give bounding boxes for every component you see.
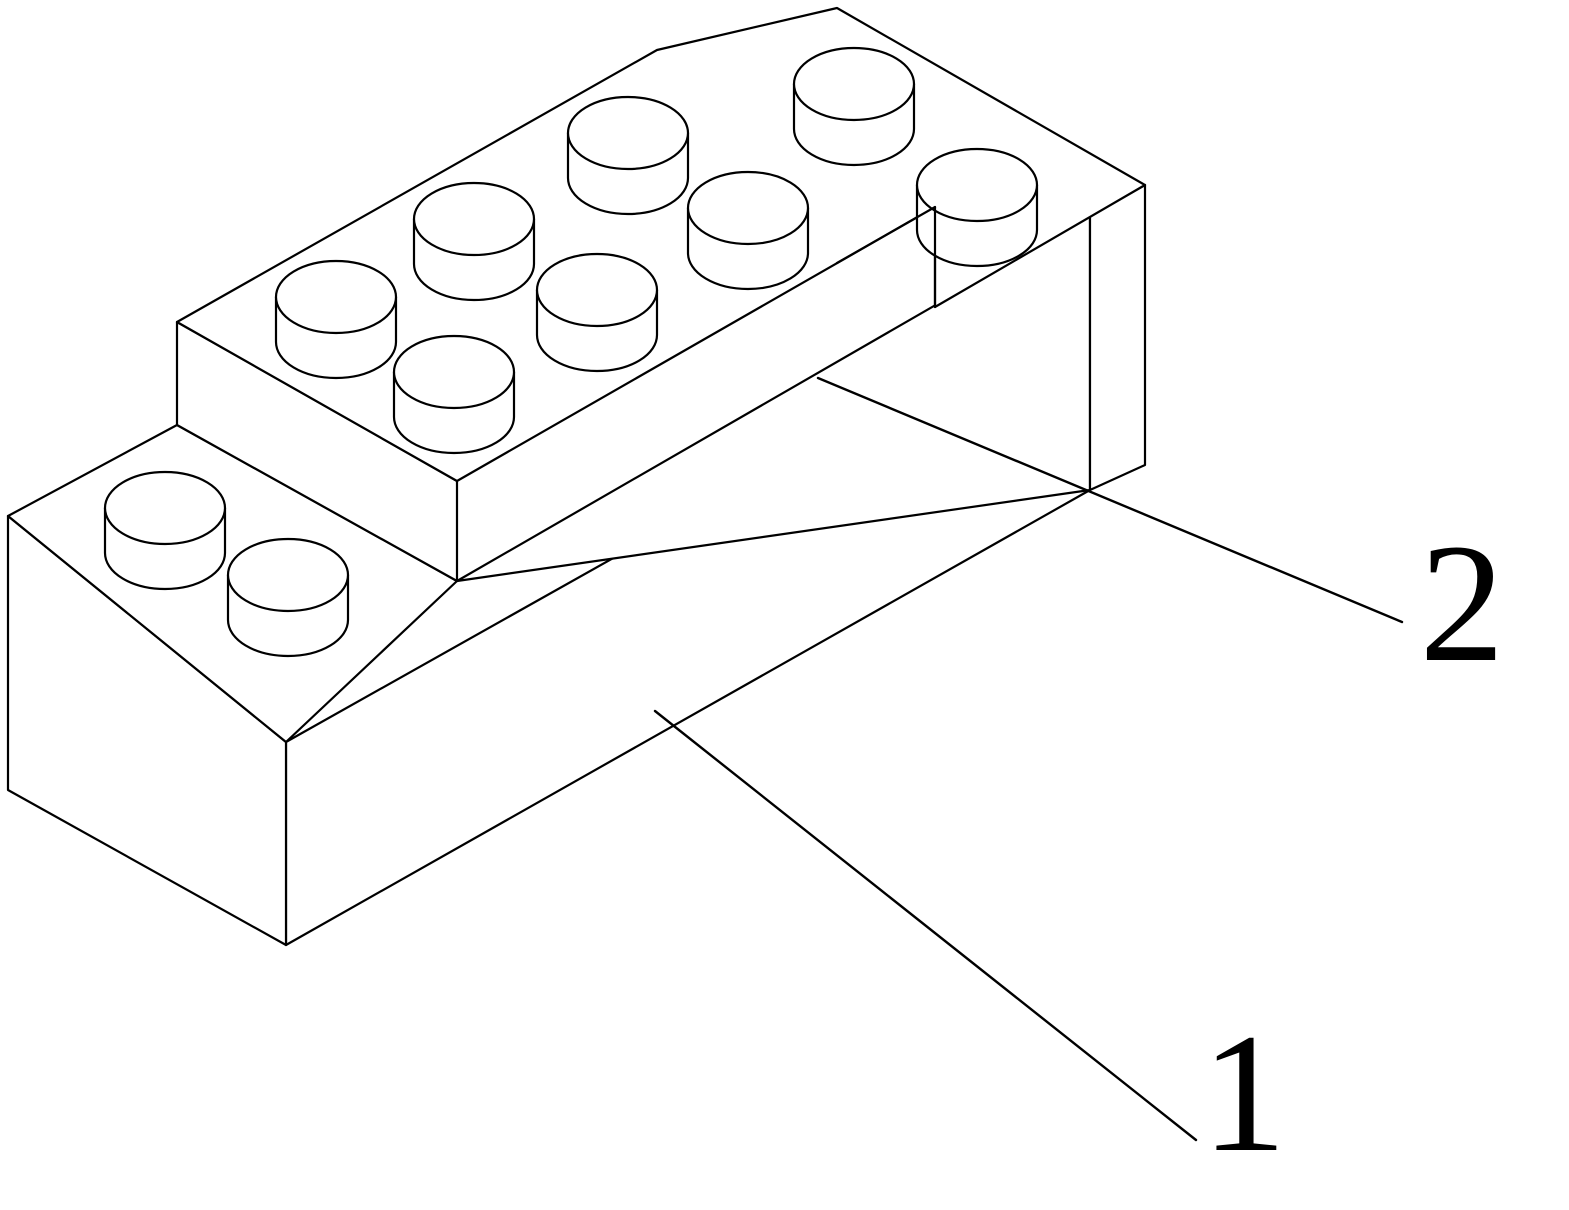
stud-6-top <box>535 252 659 328</box>
stud-4 <box>792 46 916 167</box>
stud-9 <box>103 470 227 591</box>
upper-block-studs <box>274 46 1039 455</box>
reference-label-1: 1 <box>1202 999 1287 1187</box>
stud-10 <box>226 537 350 658</box>
stud-3 <box>566 95 690 216</box>
leader-line-1 <box>653 709 1198 1142</box>
leader-line-2 <box>816 376 1404 624</box>
lower-block-studs <box>103 470 350 658</box>
stud-2 <box>412 181 536 302</box>
upper-raised-block <box>175 6 1147 583</box>
stud-8-top <box>915 147 1039 223</box>
stud-6 <box>535 252 659 373</box>
upper-block-notch-top-edge <box>835 205 937 265</box>
stud-10-top <box>226 537 350 613</box>
stud-9-top <box>103 470 227 546</box>
stud-8 <box>915 147 1039 268</box>
stud-1 <box>274 259 398 380</box>
reference-label-2: 2 <box>1420 509 1505 697</box>
stud-4-top <box>792 46 916 122</box>
stud-7 <box>686 170 810 291</box>
reference-leaders <box>653 376 1404 1142</box>
stud-2-top <box>412 181 536 257</box>
upper-block-right-face <box>1088 183 1147 492</box>
stud-5 <box>392 334 516 455</box>
stud-3-top <box>566 95 690 171</box>
stud-1-top <box>274 259 398 335</box>
stud-5-top <box>392 334 516 410</box>
stud-7-top <box>686 170 810 246</box>
